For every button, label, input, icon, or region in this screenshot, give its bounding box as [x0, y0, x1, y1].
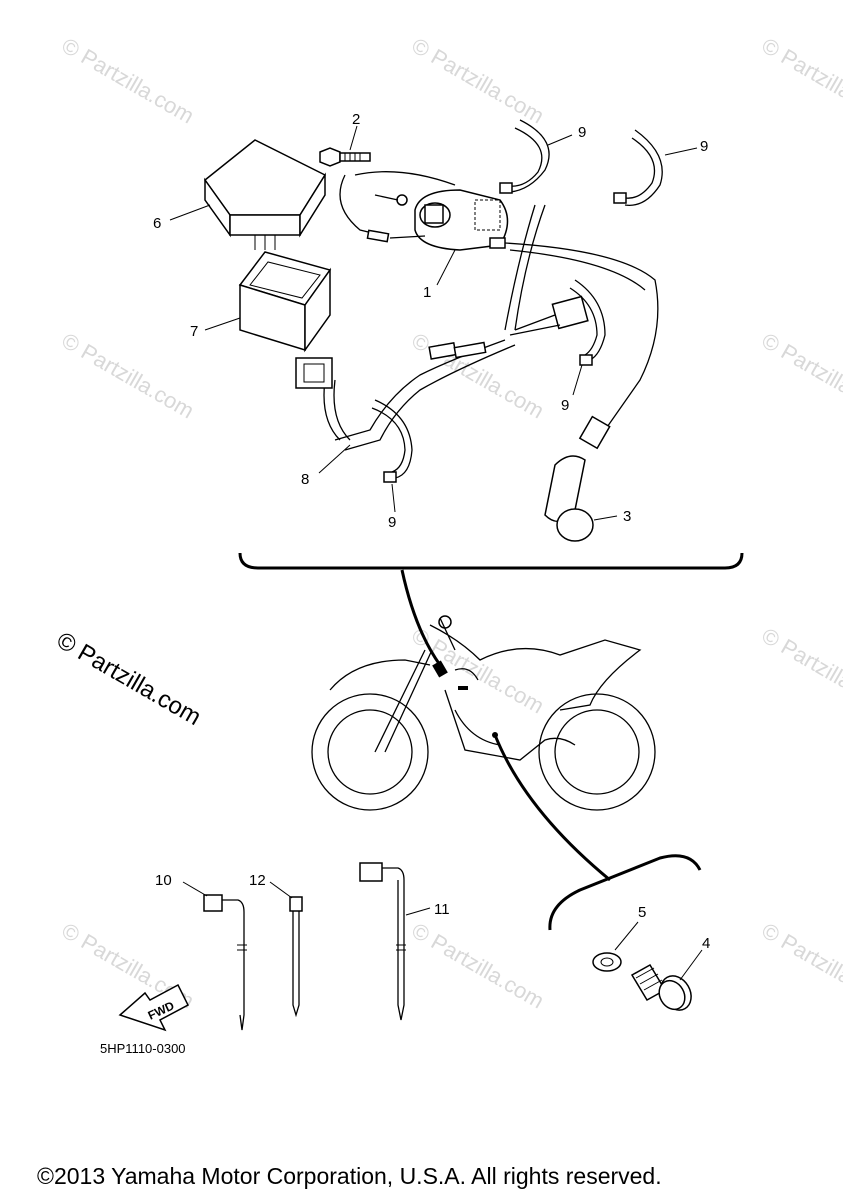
cable-band: [371, 399, 413, 483]
cable-band: [613, 129, 663, 206]
callout-7: 7: [190, 323, 198, 340]
callout-4: 4: [702, 935, 710, 952]
band-with-clip-long: [359, 862, 431, 1021]
cable-tie: [269, 881, 303, 1018]
leader-lines: [169, 125, 698, 521]
spark-plug-cap: [504, 242, 659, 542]
watermark: © Partzilla.com: [408, 328, 549, 424]
group-bracket: [238, 552, 744, 570]
callout-3: 3: [623, 508, 631, 525]
location-marker: [432, 660, 448, 678]
forward-arrow-icon: FWD: [118, 983, 189, 1032]
callout-9: 9: [388, 514, 396, 531]
washer: [592, 921, 639, 972]
callout-9: 9: [561, 397, 569, 414]
callout-6: 6: [153, 215, 161, 232]
band-with-clip: [182, 881, 247, 1031]
watermark: © Partzilla.com: [408, 918, 549, 1014]
watermark: © Partzilla.com: [58, 328, 199, 424]
ignition-coil: [339, 171, 509, 251]
watermark: © Partzilla.com: [408, 33, 549, 129]
motorcycle-silhouette: [311, 615, 656, 811]
callout-9: 9: [578, 124, 586, 141]
callout-12: 12: [249, 872, 266, 889]
cdi-unit: [203, 139, 327, 250]
location-line: [400, 569, 442, 666]
watermark: © Partzilla.com: [758, 918, 843, 1014]
cable-band: [499, 119, 550, 194]
callout-labels: 2 9 9 6 1 7 9 8 3 9 10 12 11 5 4: [153, 111, 710, 952]
watermark: © Partzilla.com: [408, 623, 549, 719]
watermark-prominent: © Partzilla.com: [52, 627, 206, 731]
cable-band: [569, 279, 606, 366]
copyright-notice: ©2013 Yamaha Motor Corporation, U.S.A. A…: [37, 1163, 662, 1189]
bolt: [319, 147, 371, 167]
callout-8: 8: [301, 471, 309, 488]
diagram-code: 5HP1110-0300: [100, 1041, 186, 1056]
wire-harness: [295, 204, 589, 451]
flange-bolt: [630, 949, 703, 1011]
watermark-group: © Partzilla.com © Partzilla.com © Partzi…: [58, 33, 843, 1014]
callout-2: 2: [352, 111, 360, 128]
watermark: © Partzilla.com: [758, 328, 843, 424]
callout-11: 11: [434, 901, 450, 918]
callout-10: 10: [155, 872, 172, 889]
location-line: [493, 734, 611, 882]
callout-9: 9: [700, 138, 708, 155]
inset-bracket: [548, 854, 702, 931]
callout-1: 1: [423, 284, 431, 301]
watermark: © Partzilla.com: [758, 623, 843, 719]
watermark: © Partzilla.com: [758, 33, 843, 129]
watermark: © Partzilla.com: [58, 33, 199, 129]
callout-5: 5: [638, 904, 646, 921]
cdi-rubber-cover: [238, 251, 332, 353]
